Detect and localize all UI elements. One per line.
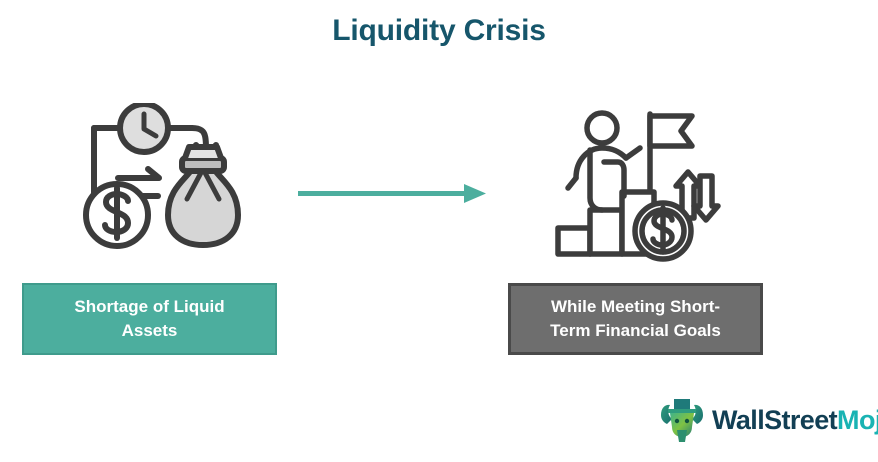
- label-box-shortage-of-liquid-assets: Shortage of Liquid Assets: [22, 283, 277, 355]
- label-line-1: Shortage of Liquid: [74, 297, 225, 316]
- label-box-while-meeting-short-term-financial-goals: While Meeting Short- Term Financial Goal…: [508, 283, 763, 355]
- label-text-goals: While Meeting Short- Term Financial Goal…: [550, 295, 721, 343]
- person-icon: [565, 110, 643, 213]
- label-line-2: Term Financial Goals: [550, 321, 721, 340]
- money-bag-icon: [165, 144, 241, 248]
- label-line-2: Assets: [121, 321, 178, 340]
- clock-icon: [117, 103, 171, 155]
- person-climbing-stairs-icon: [552, 100, 722, 265]
- label-line-1: While Meeting Short-: [550, 297, 721, 316]
- up-down-arrows-icon: [673, 169, 721, 223]
- label-text-shortage: Shortage of Liquid Assets: [74, 295, 224, 343]
- right-arrow-icon: [296, 180, 488, 208]
- brand-logo: WallStreetMojo: [657, 393, 878, 447]
- bull-with-top-hat-icon: [657, 395, 707, 445]
- money-bag-clock-icon: [72, 103, 242, 258]
- brand-word-primary: WallStreet: [712, 404, 838, 435]
- brand-word-accent: Mojo: [837, 404, 878, 435]
- dollar-coin-icon: [632, 200, 694, 262]
- dollar-coin-icon: [83, 181, 151, 249]
- page-title: Liquidity Crisis: [332, 14, 546, 47]
- brand-wordmark: WallStreetMojo: [712, 405, 878, 436]
